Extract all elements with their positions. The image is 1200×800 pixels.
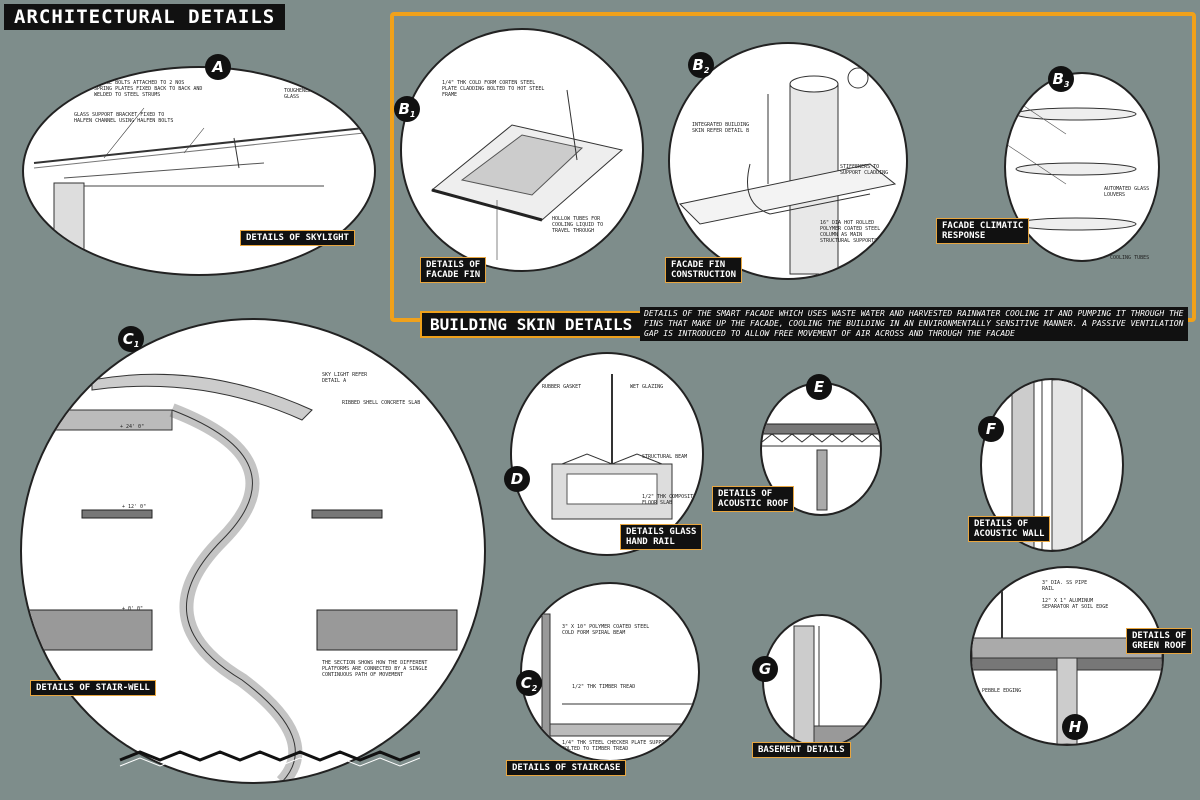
level-mark: + 0' 0" [122, 606, 144, 612]
annotation: THE SECTION SHOWS HOW THE DIFFERENT PLAT… [322, 660, 428, 678]
annotation: 1/2" THK COMPOSITE FLOOR SLAB [642, 494, 697, 506]
level-mark: + 12' 0" [122, 504, 147, 510]
detail-g-circle [762, 614, 882, 748]
annotation: 1/2" THK TIMBER TREAD [572, 684, 636, 690]
annotation: GLASS SUPPORT BRACKET FIXED TO HALFEN CH… [74, 112, 174, 124]
acoustic-wall-drawing [1011, 380, 1083, 550]
stair-well-drawing [22, 373, 458, 782]
staircase-drawing [541, 613, 698, 755]
building-skin-description: DETAILS OF THE SMART FACADE WHICH USES W… [640, 307, 1188, 341]
skylight-drawing [33, 107, 365, 264]
annotation: HOLLOW TUBES FOR COOLING LIQUID TO TRAVE… [552, 216, 604, 234]
detail-label-stair-well: DETAILS OF STAIR-WELL [30, 680, 156, 696]
level-mark: + 24' 0" [120, 424, 145, 430]
basement-drawing [793, 625, 880, 746]
detail-b3-circle: AUTOMATED GLASS LOUVERS [1004, 72, 1160, 262]
annotation: SKY LIGHT REFER DETAIL A [322, 372, 368, 384]
annotation: 3" DIA. SS PIPE RAIL [1042, 580, 1088, 592]
annotation: AUTOMATED GLASS LOUVERS [1104, 186, 1150, 198]
annotation: INTEGRATED BUILDING SKIN REFER DETAIL B [692, 122, 750, 134]
detail-c2-circle: 3" X 10" POLYMER COATED STEEL COLD FORM … [520, 582, 700, 762]
detail-b2-circle: INTEGRATED BUILDING SKIN REFER DETAIL B … [668, 42, 908, 280]
annotation: FLANGE BOLTS ATTACHED TO 2 NOS SPRING PL… [94, 80, 203, 98]
detail-label-green-roof: DETAILS OF GREEN ROOF [1126, 628, 1193, 654]
annotation: RUBBER GASKET [542, 384, 582, 390]
annotation: COOLING TUBES [1110, 255, 1150, 261]
fin-construction-drawing [678, 67, 897, 275]
detail-label-glass-handrail: DETAILS GLASS HAND RAIL [620, 524, 703, 550]
detail-label-staircase: DETAILS OF STAIRCASE [506, 760, 627, 776]
detail-label-acoustic-roof: DETAILS OF ACOUSTIC ROOF [712, 486, 795, 512]
climatic-response-drawing [1006, 93, 1137, 231]
detail-tag-g: G [752, 656, 778, 682]
detail-label-basement: BASEMENT DETAILS [752, 742, 851, 758]
detail-tag-f: F [978, 416, 1004, 442]
annotation: TOUGHENED LAMINATED GLASS [284, 88, 342, 100]
annotation: STRUCTURAL BEAM [642, 454, 688, 460]
detail-label-skylight: DETAILS OF SKYLIGHT [240, 230, 355, 246]
ground-band [119, 750, 420, 767]
detail-label-acoustic-wall: DETAILS OF ACOUSTIC WALL [968, 516, 1051, 542]
annotation: 1/4" THK COLD FORM CORTEN STEEL PLATE CL… [442, 80, 545, 98]
acoustic-roof-drawing [762, 423, 880, 511]
detail-label-fin-construction: FACADE FIN CONSTRUCTION [665, 257, 743, 283]
detail-tag-d: D [504, 466, 530, 492]
annotation: 3" X 10" POLYMER COATED STEEL COLD FORM … [562, 624, 650, 636]
glass-handrail-drawing [551, 374, 673, 520]
detail-tag-a: A [205, 54, 231, 80]
annotation: STIFFENERS TO SUPPORT CLADDING [840, 164, 889, 176]
detail-tag-h: H [1062, 714, 1088, 740]
detail-label-climatic-response: FACADE CLIMATIC RESPONSE [936, 218, 1030, 244]
annotation: 12" X 1" ALUMINUM SEPARATOR AT SOIL EDGE [1042, 598, 1109, 610]
annotation: 1/4" THK STEEL CHECKER PLATE SUPPORT BOL… [562, 740, 671, 752]
annotation: 16" DIA HOT ROLLED POLYMER COATED STEEL … [820, 220, 881, 244]
page-title: ARCHITECTURAL DETAILS [4, 4, 286, 30]
detail-b1-circle: 1/4" THK COLD FORM CORTEN STEEL PLATE CL… [400, 28, 644, 272]
annotation: PEBBLE EDGING [982, 688, 1022, 694]
detail-tag-e: E [806, 374, 832, 400]
facade-fin-drawing [430, 89, 624, 260]
detail-d-circle: RUBBER GASKET WET GLAZING STRUCTURAL BEA… [510, 352, 704, 556]
detail-label-facade-fin: DETAILS OF FACADE FIN [420, 257, 487, 283]
detail-c1-circle: + 24' 0" + 12' 0" + 0' 0" SKY LIGHT REFE… [20, 318, 486, 784]
annotation: WET GLAZING [630, 384, 664, 390]
detail-e-circle [760, 382, 882, 516]
annotation: RIBBED SHELL CONCRETE SLAB [342, 400, 421, 406]
